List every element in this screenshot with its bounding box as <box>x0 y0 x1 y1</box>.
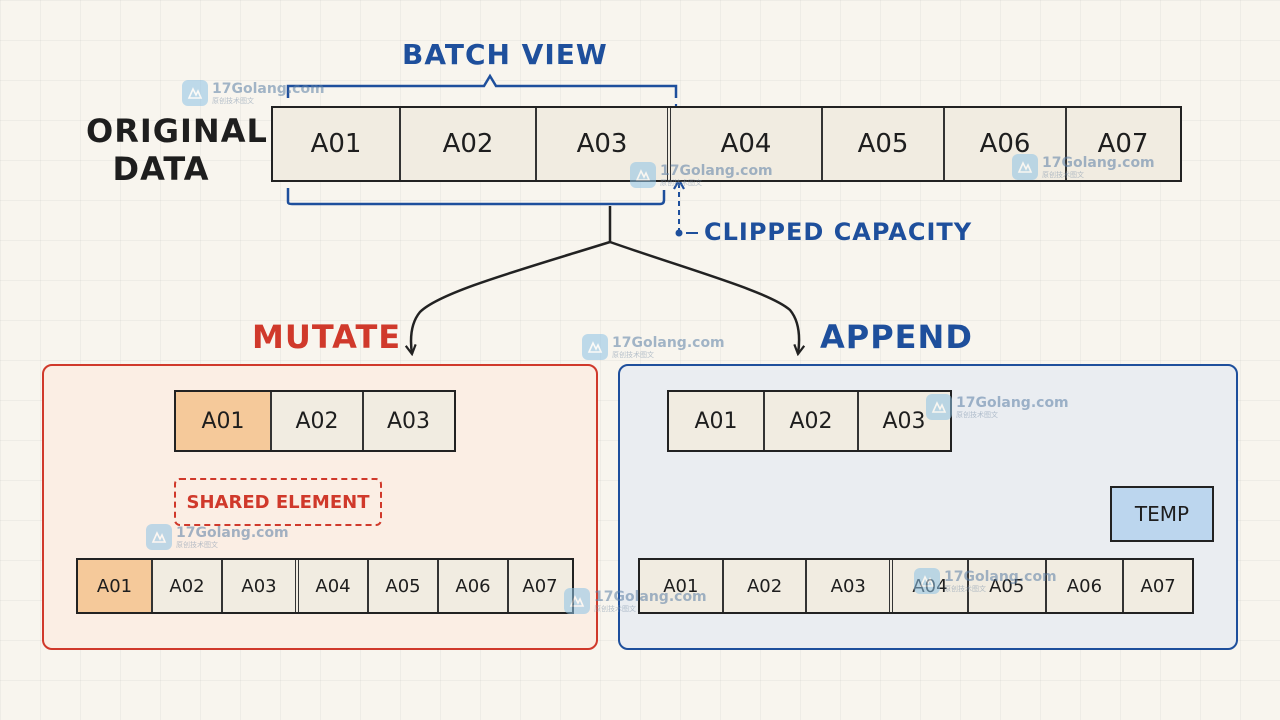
original-cell: A04 <box>671 108 823 180</box>
watermark-text: 17Golang.com <box>660 162 773 179</box>
watermark-text: 17Golang.com <box>956 394 1069 411</box>
append-view-cell: A01 <box>669 392 765 450</box>
watermark-sub: 原创技术图文 <box>212 96 254 105</box>
watermark-sub: 原创技术图文 <box>594 604 636 613</box>
mutate-result-cell: A04 <box>299 560 369 612</box>
append-result-cell: A06 <box>1046 560 1125 612</box>
watermark-logo-icon <box>182 80 208 106</box>
original-cell: A03 <box>537 108 671 180</box>
original-cell: A02 <box>401 108 537 180</box>
original-data-label: ORIGINAL DATA <box>86 112 268 188</box>
original-cell: A06 <box>945 108 1067 180</box>
watermark-sub: 原创技术图文 <box>956 410 998 419</box>
watermark-logo-icon <box>914 568 940 594</box>
watermark-text: 17Golang.com <box>1042 154 1155 171</box>
branch-right <box>609 240 799 354</box>
mutate-view-cell: A01 <box>176 392 272 450</box>
watermark-text: 17Golang.com <box>944 568 1057 585</box>
clipped-capacity-dot <box>675 229 683 237</box>
mutate-view-array: A01 A02 A03 <box>174 390 456 452</box>
original-cell: A07 <box>1067 108 1179 180</box>
append-result-cell: A03 <box>807 560 894 612</box>
batch-view-top-bracket <box>286 73 678 98</box>
branch-left <box>411 240 611 354</box>
watermark-logo-icon <box>1012 154 1038 180</box>
watermark-text: 17Golang.com <box>612 334 725 351</box>
append-view-cell: A02 <box>765 392 859 450</box>
original-data-line2: DATA <box>112 150 210 188</box>
mutate-result-cell: A05 <box>369 560 439 612</box>
watermark-text: 17Golang.com <box>594 588 707 605</box>
watermark-logo-icon <box>926 394 952 420</box>
append-result-array: A01 A02 A03 A04 A05 A06 A07 <box>638 558 1194 614</box>
append-result-cell: A02 <box>723 560 808 612</box>
watermark-sub: 原创技术图文 <box>612 350 654 359</box>
append-view-array: A01 A02 A03 <box>667 390 952 452</box>
batch-view-bottom-bracket <box>286 188 666 206</box>
watermark-logo-icon <box>146 524 172 550</box>
mutate-result-cell: A07 <box>509 560 571 612</box>
shared-element-label: SHARED ELEMENT <box>174 478 382 526</box>
mutate-view-cell: A02 <box>272 392 364 450</box>
mutate-result-cell: A06 <box>439 560 509 612</box>
temp-box: TEMP <box>1110 486 1214 542</box>
append-result-cell: A07 <box>1124 560 1193 612</box>
mutate-view-cell: A03 <box>364 392 453 450</box>
append-view-cell: A03 <box>859 392 949 450</box>
batch-view-label: BATCH VIEW <box>402 38 608 71</box>
watermark-sub: 原创技术图文 <box>944 584 986 593</box>
mutate-result-cell: A03 <box>223 560 299 612</box>
watermark-logo-icon <box>564 588 590 614</box>
append-result-cell: A01 <box>640 560 724 612</box>
append-label: APPEND <box>820 318 973 356</box>
watermark-text: 17Golang.com <box>176 524 289 541</box>
clipped-capacity-label: CLIPPED CAPACITY <box>704 218 973 246</box>
watermark-sub: 原创技术图文 <box>1042 170 1084 179</box>
original-cell: A05 <box>823 108 945 180</box>
watermark-sub: 原创技术图文 <box>176 540 218 549</box>
watermark-sub: 原创技术图文 <box>660 178 702 187</box>
watermark-text: 17Golang.com <box>212 80 325 97</box>
mutate-result-array: A01 A02 A03 A04 A05 A06 A07 <box>76 558 574 614</box>
original-cell: A01 <box>273 108 401 180</box>
original-data-line1: ORIGINAL <box>86 112 268 150</box>
mutate-label: MUTATE <box>252 318 402 356</box>
watermark-logo-icon <box>630 162 656 188</box>
original-data-array: A01 A02 A03 A04 A05 A06 A07 <box>271 106 1182 182</box>
mutate-result-cell: A01 <box>78 560 153 612</box>
append-result-cell: A05 <box>968 560 1047 612</box>
watermark-logo-icon <box>582 334 608 360</box>
mutate-result-cell: A02 <box>153 560 223 612</box>
